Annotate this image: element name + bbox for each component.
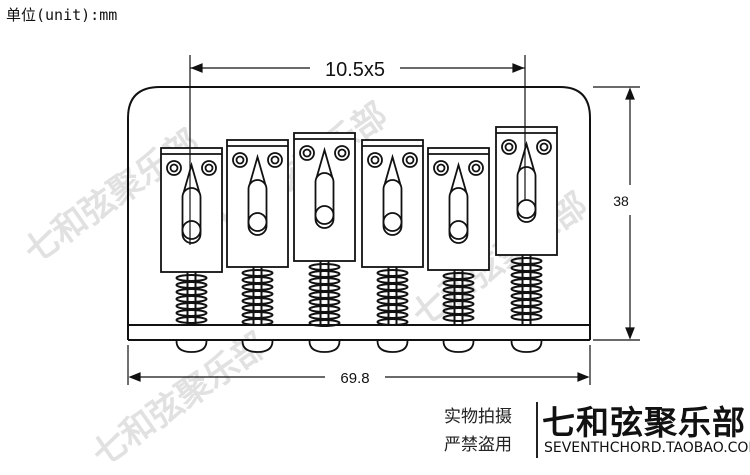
screw-head [510,340,543,353]
saddle [293,132,356,262]
screw-head [241,340,274,353]
brand-notice-line1: 实物拍摄 [444,407,512,427]
brand-url: SEVENTHCHORD.TAOBAO.COM [544,440,750,456]
saddle [160,147,223,273]
bridge-diagram: 10.5x5 38 69.8 [127,55,640,387]
saddle [427,147,490,271]
spring [175,272,208,324]
screw-head [442,340,475,353]
screw-head [376,340,409,353]
unit-label: 单位(unit):mm [6,6,118,24]
brand-notice-line2: 严禁盗用 [444,435,512,455]
width-dimension: 69.8 [340,370,369,387]
spring [442,270,475,324]
saddle [361,139,424,268]
spring [308,261,341,327]
saddle-spacing-dimension: 10.5x5 [325,59,385,81]
height-dimension: 38 [613,193,629,209]
spring [376,267,409,326]
brand-divider [536,402,538,458]
base-plate [127,86,591,340]
saddle [495,126,558,256]
spring [241,267,274,326]
spring [510,255,543,324]
brand-name: 七和弦聚乐部 [542,403,746,442]
saddle [226,139,289,268]
screw-head [308,340,341,353]
brand-banner: 实物拍摄 严禁盗用 七和弦聚乐部 SEVENTHCHORD.TAOBAO.COM [440,398,750,463]
screw-head [175,340,208,353]
